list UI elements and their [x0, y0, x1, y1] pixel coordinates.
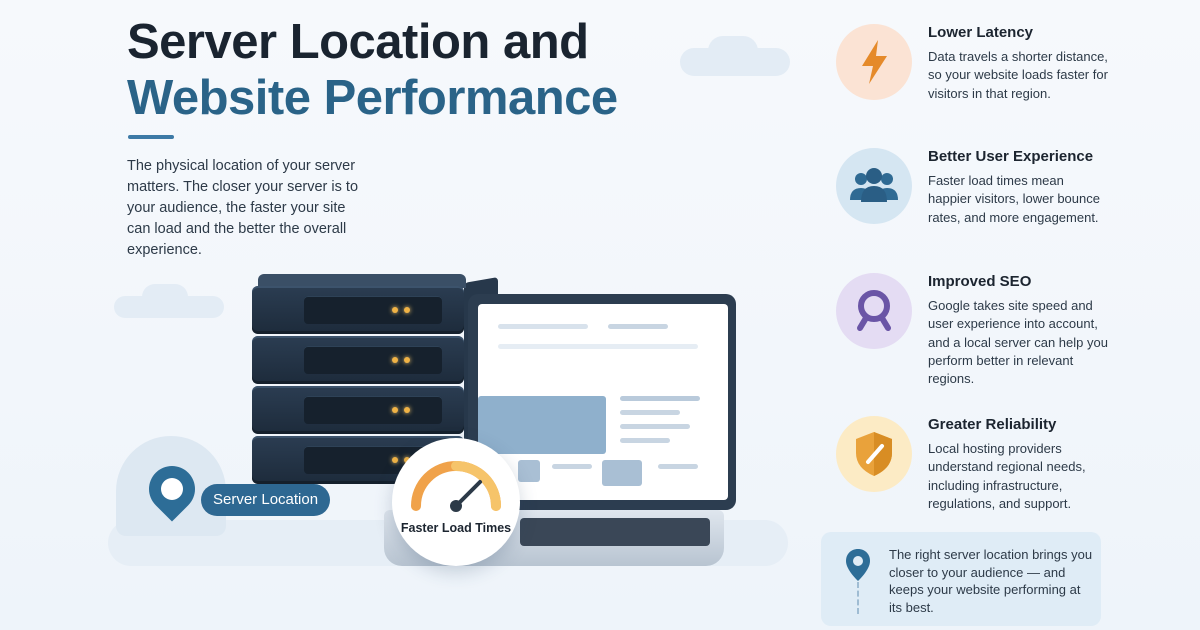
- title-line-1: Server Location and: [127, 15, 589, 69]
- feature-description: Google takes site speed and user experie…: [928, 298, 1108, 387]
- lightning-icon: [862, 40, 887, 84]
- feature-title: Better User Experience: [928, 148, 1094, 165]
- feature-description: Local hosting providers understand regio…: [928, 441, 1086, 511]
- server-rack-top: [258, 274, 466, 288]
- gauge-label: Faster Load Times: [400, 521, 512, 535]
- cloud-decoration: [142, 284, 188, 310]
- users-icon: [850, 168, 898, 202]
- title-underline: [128, 135, 174, 139]
- feature-title: Lower Latency: [928, 24, 1034, 41]
- magnifier-icon: [857, 290, 891, 331]
- location-pin-icon: [846, 549, 870, 581]
- server-location-label: Server Location: [201, 484, 331, 516]
- feature-description: Faster load times mean happier visitors,…: [928, 173, 1100, 225]
- speedometer-icon: [411, 461, 501, 512]
- server-unit: [252, 336, 464, 384]
- intro-paragraph: The physical location of your server mat…: [127, 158, 359, 258]
- dashed-line: [857, 582, 859, 614]
- feature-description: Data travels a shorter distance, so your…: [928, 49, 1108, 101]
- server-unit: [252, 286, 464, 334]
- speed-gauge: Faster Load Times: [392, 438, 520, 566]
- callout-box: The right server location brings you clo…: [821, 532, 1101, 626]
- laptop-keyboard: [520, 518, 710, 546]
- image-placeholder: [478, 396, 606, 454]
- feature-title: Greater Reliability: [928, 416, 1057, 433]
- cloud-decoration: [708, 36, 758, 66]
- laptop-website-mockup: [478, 304, 728, 500]
- location-pin-dot: [161, 478, 183, 500]
- callout-text: The right server location brings you clo…: [889, 547, 1093, 615]
- page-title: Server Location and Website Performance: [127, 14, 618, 126]
- shield-icon: [856, 432, 892, 476]
- server-unit: [252, 386, 464, 434]
- feature-title: Improved SEO: [928, 273, 1032, 290]
- feature-icon-circle: [836, 273, 912, 349]
- title-line-2: Website Performance: [127, 71, 618, 125]
